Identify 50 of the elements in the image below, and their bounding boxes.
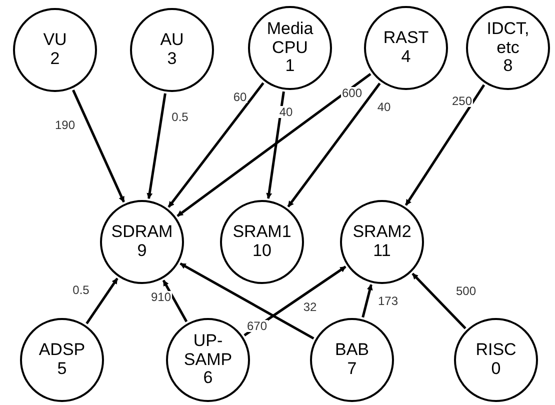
arrow (266, 91, 285, 200)
node-label: SRAM1 (232, 223, 292, 242)
node-label: SDRAM (111, 223, 173, 242)
edge-label: 670 (246, 320, 268, 332)
node-label: ADSP (38, 341, 86, 360)
edge-label: 40 (278, 106, 294, 118)
arrow (176, 73, 372, 217)
node-label: Media CPU (266, 20, 314, 58)
arrow (168, 82, 264, 208)
edge-label: 910 (150, 291, 172, 303)
node-label: BAB (334, 341, 370, 360)
node-label: SRAM2 (352, 223, 412, 242)
arrow (244, 266, 346, 336)
node-label: 4 (401, 48, 411, 67)
node-label: 9 (137, 242, 147, 261)
arrow (180, 262, 314, 340)
edge-label: 173 (376, 295, 400, 307)
node-label: IDCT, etc (486, 20, 530, 58)
arrow (287, 82, 381, 208)
edge-label: 40 (376, 101, 392, 113)
node-label: 5 (57, 360, 67, 379)
edge-label: 0.5 (72, 284, 90, 296)
node-label: 1 (285, 57, 295, 76)
arrow (362, 284, 373, 318)
node-label: 2 (50, 50, 60, 69)
node-label: 3 (167, 50, 177, 69)
node-label: 10 (252, 242, 272, 261)
arrow (72, 90, 125, 202)
edge-label: 500 (454, 285, 478, 297)
arrow (86, 278, 118, 324)
arrow (404, 84, 486, 206)
arrow (412, 272, 466, 330)
arrow (162, 280, 188, 322)
edge-label: 190 (54, 119, 76, 131)
edge-label: 60 (232, 91, 248, 103)
node-label: 6 (203, 369, 213, 388)
edge-label: 0.5 (170, 111, 190, 123)
node-label: 8 (503, 57, 513, 76)
node-label: AU (160, 31, 184, 50)
arrow (146, 93, 166, 200)
node-label: 7 (347, 360, 357, 379)
node-label: 11 (373, 242, 391, 261)
node-label: RAST (383, 29, 429, 48)
node-label: 0 (491, 360, 501, 379)
edge-label: 250 (450, 95, 474, 107)
edge-label: 32 (302, 301, 318, 313)
node-label: UP- SAMP (182, 332, 234, 370)
node-label: VU (43, 31, 67, 50)
edge-label: 600 (340, 87, 364, 99)
node-label: RISC (476, 341, 516, 360)
